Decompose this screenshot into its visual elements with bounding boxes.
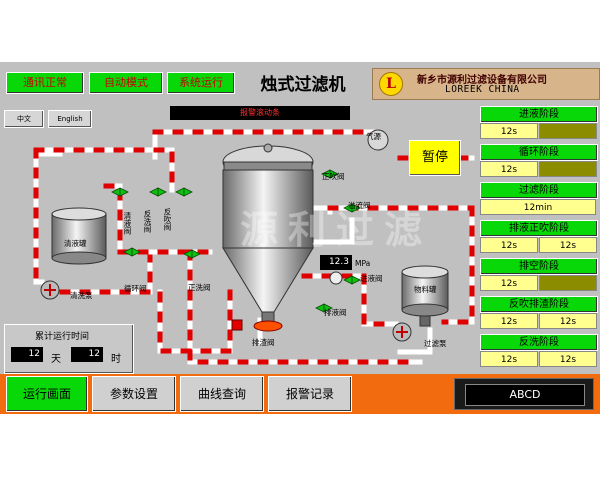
clean-tank-vessel <box>51 207 107 265</box>
gas-source-label: 气源 <box>366 132 381 141</box>
stage-reverse-wash-header: 反洗阶段 <box>480 334 598 351</box>
runtime-days-value: 12 <box>11 347 43 362</box>
clean-tank-label: 清液罐 <box>64 239 87 248</box>
drain-valve-label: 排液阀 <box>324 308 347 317</box>
nav-run-screen[interactable]: 运行画面 <box>6 376 88 412</box>
stage-reverse-blow-header: 反吹排渣阶段 <box>480 296 598 313</box>
page-title: 烛式过滤机 <box>260 75 346 95</box>
pressure-unit: MPa <box>355 259 371 268</box>
main-filter-vessel <box>222 143 314 332</box>
clean-pump-icon <box>40 280 60 300</box>
positive-blow-valve-label: 正吹阀 <box>322 172 345 181</box>
filter-pump-icon <box>392 322 412 342</box>
stage-reverse-blow-value-2: 12s <box>539 313 597 329</box>
stage-inlet-header: 进液阶段 <box>480 106 598 123</box>
stage-inlet-value-1: 12s <box>480 123 538 139</box>
stage-empty-value-1: 12s <box>480 275 538 291</box>
pressure-readout: 12.3 <box>320 255 352 270</box>
stage-filter-header: 过滤阶段 <box>480 182 598 199</box>
runtime-hours-unit: 时 <box>111 354 121 365</box>
clean-pump-label: 清洗泵 <box>70 291 93 300</box>
hmi-panel: 通讯正常 自动模式 系统运行 烛式过滤机 L 新乡市源利过滤设备有限公司 LOR… <box>0 62 600 414</box>
stage-empty-header: 排空阶段 <box>480 258 598 275</box>
stage-circulation-value-1: 12s <box>480 161 538 177</box>
bottom-drain-valve-label: 排渣阀 <box>252 338 275 347</box>
stage-empty-value-2 <box>539 275 597 291</box>
reverse-wash-valve-label: 反洗阀 <box>143 210 152 233</box>
runtime-days-unit: 天 <box>51 354 61 365</box>
stage-reverse-wash-value-2: 12s <box>539 351 597 367</box>
company-logo-icon: L <box>379 72 403 96</box>
company-name-cn: 新乡市源利过滤设备有限公司 <box>417 75 547 86</box>
stage-filter-value-1: 12min <box>480 199 596 215</box>
nav-alarm-log[interactable]: 报警记录 <box>268 376 352 412</box>
status-display-frame: ABCD <box>454 378 594 410</box>
stage-reverse-wash-value-1: 12s <box>480 351 538 367</box>
nav-curves[interactable]: 曲线查询 <box>180 376 264 412</box>
stage-drain-blow-header: 排液正吹阶段 <box>480 220 598 237</box>
positive-wash-valve-label: 正洗阀 <box>188 283 211 292</box>
material-tank-label: 物料罐 <box>414 285 437 294</box>
stage-circulation-value-2 <box>539 161 597 177</box>
stage-drain-blow-value-2: 12s <box>539 237 597 253</box>
language-english-button[interactable]: English <box>48 110 92 128</box>
filter-pump-label: 过滤泵 <box>424 339 447 348</box>
inlet-valve-label: 进液阀 <box>360 274 383 283</box>
material-tank-vessel <box>401 265 449 327</box>
status-display: ABCD <box>465 384 585 406</box>
pause-button[interactable]: 暂停 <box>409 140 461 176</box>
stage-inlet-value-2 <box>539 123 597 139</box>
reverse-blow-valve-label: 反吹阀 <box>163 208 172 231</box>
company-banner: L 新乡市源利过滤设备有限公司 LOREEK CHINA <box>372 68 600 100</box>
comm-status-button[interactable]: 通讯正常 <box>6 72 84 94</box>
clean-inlet-valve-label: 清液阀 <box>123 212 132 235</box>
language-chinese-button[interactable]: 中文 <box>4 110 44 128</box>
alarm-ticker: 报警滚动条 <box>170 106 350 120</box>
overflow-valve-label: 溢流阀 <box>348 201 371 210</box>
runtime-hours-value: 12 <box>71 347 103 362</box>
runtime-title: 累计运行时间 <box>35 332 90 342</box>
company-name-en: LOREEK CHINA <box>445 84 520 95</box>
system-run-button[interactable]: 系统运行 <box>167 72 235 94</box>
stage-drain-blow-value-1: 12s <box>480 237 538 253</box>
nav-params[interactable]: 参数设置 <box>92 376 176 412</box>
runtime-panel: 累计运行时间 12 天 12 时 <box>4 324 134 374</box>
stage-circulation-header: 循环阶段 <box>480 144 598 161</box>
process-diagram <box>33 129 475 365</box>
stage-reverse-blow-value-1: 12s <box>480 313 538 329</box>
auto-mode-button[interactable]: 自动模式 <box>89 72 163 94</box>
circulation-valve-label: 循环阀 <box>124 284 147 293</box>
